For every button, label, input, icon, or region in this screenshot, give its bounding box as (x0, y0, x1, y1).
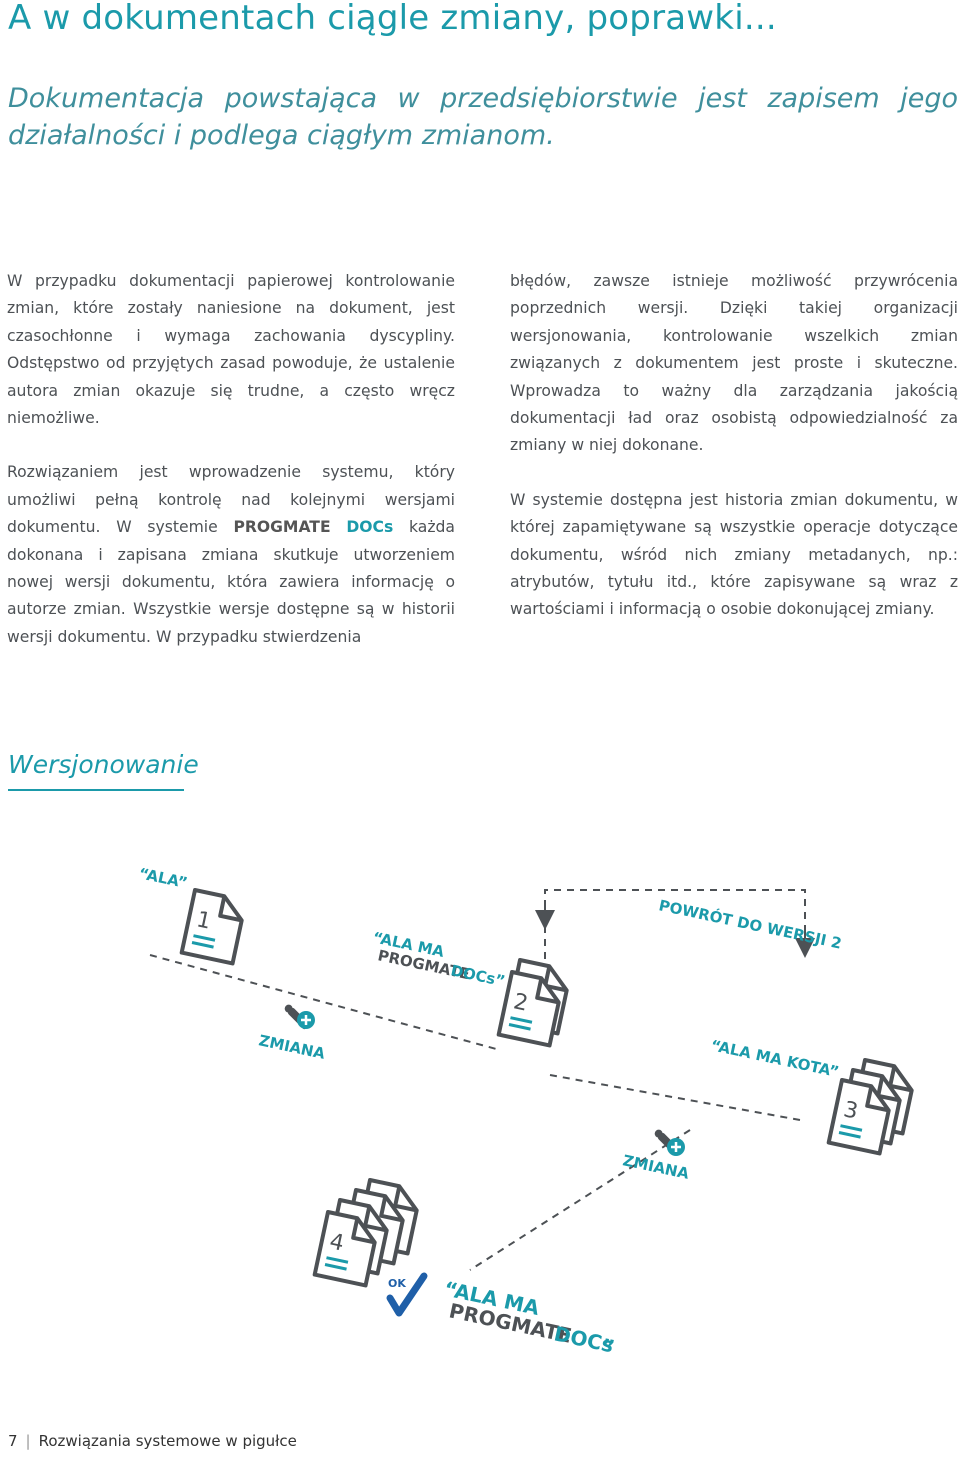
doc-number: 1 (194, 907, 213, 934)
lead-paragraph: Dokumentacja powstająca w przedsiębiorst… (8, 83, 958, 151)
page-footer: 7 | Rozwiązania systemowe w pigułce (8, 1432, 297, 1450)
doc-lines-icon (324, 1263, 347, 1271)
doc-lines-icon (838, 1131, 861, 1139)
connector-2-3 (549, 1074, 801, 1121)
label-quote-final: ” (599, 1333, 617, 1359)
label-change: ZMIANA (257, 1031, 327, 1063)
plus-icon (297, 1011, 315, 1029)
document-version-1-icon: 1 (179, 888, 248, 966)
document-version-4-icon: 4 (312, 1210, 381, 1288)
brand-progmate: PROGMATE (233, 518, 331, 537)
footer-section: Rozwiązania systemowe w pigułce (38, 1432, 297, 1450)
connector-3-4 (469, 1129, 691, 1271)
doc-number: 2 (511, 989, 530, 1016)
plus-icon (667, 1138, 685, 1156)
ok-label: OK (388, 1277, 406, 1290)
label-revert: POWRÓT DO WERSJI 2 (657, 895, 843, 952)
doc-lines-icon (193, 934, 216, 942)
section-underline (8, 789, 184, 791)
page-title: A w dokumentach ciągle zmiany, poprawki.… (8, 0, 777, 38)
label-ala-ma-kota: “ALA MA KOTA” (709, 1036, 840, 1081)
document-version-2-icon: 2 (496, 970, 565, 1048)
text-column-left: W przypadku dokumentacji papierowej kont… (7, 268, 455, 678)
ok-check-icon: OK (386, 1272, 428, 1317)
doc-number: 3 (841, 1097, 860, 1124)
doc-lines-icon (326, 1256, 349, 1264)
doc-lines-icon (191, 941, 214, 949)
brand-docs: DOCs (346, 518, 394, 537)
doc-lines-icon (508, 1023, 531, 1031)
section-title: Wersjonowanie (8, 750, 199, 779)
paragraph: W przypadku dokumentacji papierowej kont… (7, 272, 455, 428)
footer-separator: | (25, 1432, 31, 1450)
connector-1-2 (149, 954, 501, 1051)
label-change: ZMIANA (621, 1151, 691, 1183)
doc-lines-icon (840, 1124, 863, 1132)
doc-number: 4 (327, 1229, 346, 1256)
doc-lines-icon (510, 1016, 533, 1024)
paragraph: Rozwiązaniem jest wprowadzenie systemu, … (7, 459, 455, 651)
paragraph-text: każda dokonana i zapisana zmiana skutkuj… (7, 518, 455, 646)
label-docs: DOCs” (449, 961, 507, 990)
document-version-3-icon: 3 (826, 1078, 895, 1156)
label-ala: “ALA” (137, 864, 189, 892)
connector-revert (544, 889, 806, 985)
paragraph: W systemie dostępna jest historia zmian … (510, 490, 958, 619)
text-column-right: błędów, zawsze istnieje możliwość przywr… (510, 268, 958, 651)
versioning-diagram: 1 2 3 4 OK (137, 864, 918, 1360)
dashed-connectors (149, 889, 806, 1271)
page-number: 7 (8, 1432, 18, 1450)
paragraph: błędów, zawsze istnieje możliwość przywr… (510, 272, 958, 455)
paragraph-text: Rozwiązaniem jest wprowadzenie systemu, … (7, 463, 455, 537)
